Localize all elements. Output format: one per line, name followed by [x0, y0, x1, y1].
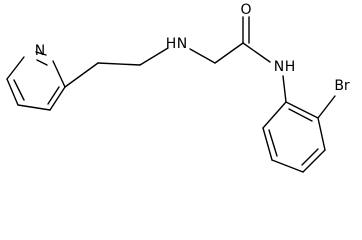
glycine-backbone	[189, 16, 271, 64]
bromophenyl-ring	[262, 75, 336, 173]
amine-hydrogen-label: H	[166, 36, 177, 52]
amine-nitrogen-label: N	[177, 36, 187, 52]
carbonyl-oxygen-label: O	[240, 2, 251, 18]
amide-hydrogen-label: H	[285, 59, 296, 75]
bromine-label: Br	[334, 78, 350, 94]
amide-nitrogen-label: N	[274, 59, 284, 75]
pyridine-ring	[6, 51, 66, 111]
pyridine-nitrogen-label: N	[35, 43, 45, 59]
molecule-structure: N H N O N H Br	[6, 2, 350, 173]
ethyl-linker	[64, 47, 169, 88]
